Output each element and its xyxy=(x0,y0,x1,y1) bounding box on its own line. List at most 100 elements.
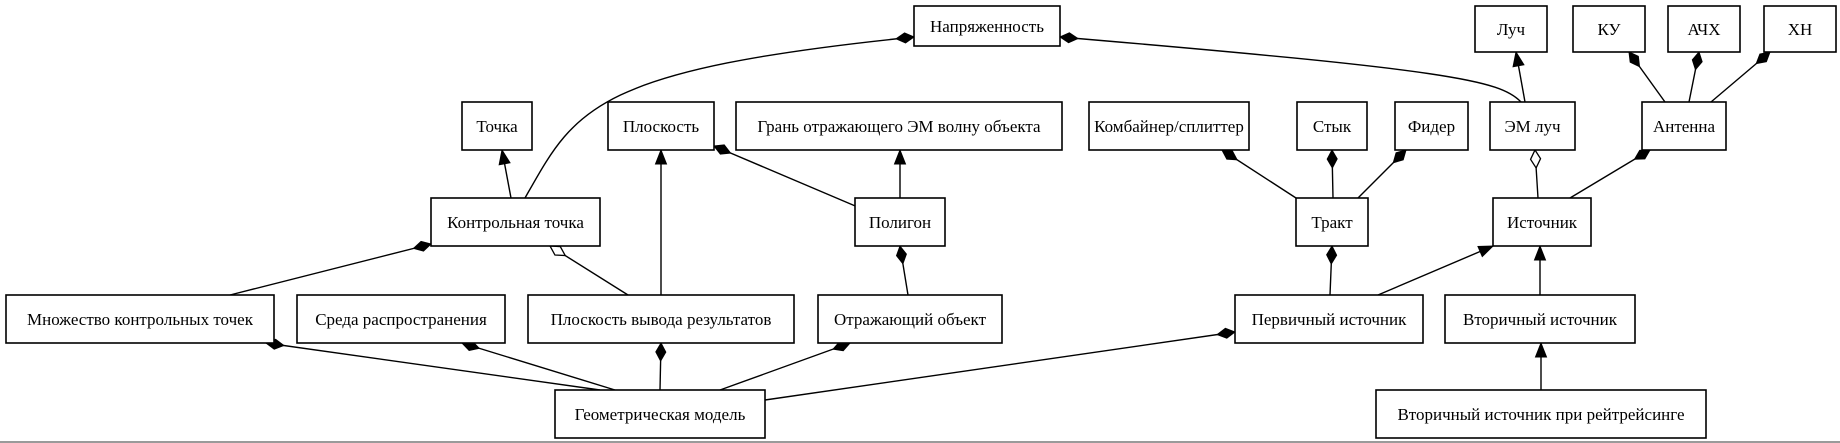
node-vtor_ray: Вторичный источник при рейтрейсинге xyxy=(1375,389,1707,439)
node-box xyxy=(1375,389,1707,439)
edge-trakt-to-fider xyxy=(1357,149,1407,199)
node-ploskost_vyv: Плоскость вывода результатов xyxy=(527,294,795,344)
node-vtor: Вторичный источник xyxy=(1444,294,1636,344)
edge-ploskost_vyv-to-ktochka xyxy=(548,245,629,296)
edge-perv-to-istochnik xyxy=(1377,245,1495,296)
filled-diamond-icon xyxy=(1633,149,1651,160)
node-ku: КУ xyxy=(1572,5,1646,53)
filled-diamond-icon xyxy=(895,244,907,265)
arrowhead-icon xyxy=(654,148,668,165)
filled-diamond-icon xyxy=(1691,50,1703,71)
node-box xyxy=(1667,5,1741,53)
node-istochnik: Источник xyxy=(1492,197,1592,247)
filled-diamond-icon xyxy=(713,144,732,155)
edge-istochnik-to-em_luch xyxy=(1529,148,1542,199)
arrowhead-icon xyxy=(1533,244,1547,261)
edge-geom-to-perv xyxy=(764,327,1237,401)
node-box xyxy=(296,294,506,344)
node-label: Контрольная точка xyxy=(447,213,584,232)
node-otr_obj: Отражающий объект xyxy=(817,294,1003,344)
filled-diamond-icon xyxy=(1058,32,1079,44)
diagram-edges xyxy=(229,32,1771,401)
node-label: АЧХ xyxy=(1687,20,1720,39)
node-label: Грань отражающего ЭМ волну объекта xyxy=(757,117,1041,136)
filled-diamond-icon xyxy=(1216,327,1237,339)
node-napr: Напряженность xyxy=(913,5,1061,47)
filled-diamond-icon xyxy=(1326,244,1338,266)
node-box xyxy=(1489,101,1576,151)
node-box xyxy=(1394,101,1469,151)
edge-ktochka-to-napr xyxy=(524,32,916,199)
edge-trakt-to-combiner xyxy=(1221,149,1297,199)
edge-em_luch-to-luch xyxy=(1512,50,1526,103)
edge-geom-to-sreda xyxy=(461,340,616,391)
filled-diamond-icon xyxy=(1755,51,1771,65)
edge-line xyxy=(524,36,915,199)
node-label: Отражающий объект xyxy=(834,310,987,329)
node-box xyxy=(1763,5,1837,53)
edge-antenna-to-khn xyxy=(1710,51,1771,103)
filled-diamond-icon xyxy=(1628,51,1641,68)
edge-line xyxy=(713,145,861,209)
node-ploskost: Плоскость xyxy=(607,101,715,151)
node-box xyxy=(854,197,946,247)
diagram-nodes: Напряженность Луч КУ АЧХ ХН Точка Плоскость Гра… xyxy=(5,5,1837,439)
arrowhead-icon xyxy=(1512,50,1525,68)
edge-perv-to-trakt xyxy=(1326,244,1338,296)
node-sreda: Среда распространения xyxy=(296,294,506,344)
edge-ploskost_vyv-to-ploskost xyxy=(654,148,668,295)
node-label: Вторичный источник при рейтрейсинге xyxy=(1397,405,1684,424)
node-khn: ХН xyxy=(1763,5,1837,53)
node-box xyxy=(607,101,715,151)
node-box xyxy=(461,101,533,151)
node-box xyxy=(817,294,1003,344)
node-box xyxy=(1295,197,1369,247)
node-box xyxy=(1088,101,1250,151)
edge-antenna-to-achkh xyxy=(1688,50,1703,103)
edge-line xyxy=(719,342,851,391)
node-label: Комбайнер/сплиттер xyxy=(1094,117,1244,136)
arrowhead-icon xyxy=(498,148,511,166)
node-box xyxy=(913,5,1061,47)
node-styk: Стык xyxy=(1296,101,1368,151)
node-label: Множество контрольных точек xyxy=(27,310,254,329)
edge-line xyxy=(764,331,1236,401)
node-box xyxy=(527,294,795,344)
node-label: Плоскость вывода результатов xyxy=(551,310,772,329)
node-label: Антенна xyxy=(1653,117,1716,136)
node-label: Точка xyxy=(476,117,518,136)
node-label: Луч xyxy=(1497,20,1526,39)
node-box xyxy=(430,197,601,247)
node-perv: Первичный источник xyxy=(1234,294,1424,344)
edge-line xyxy=(1059,36,1522,103)
edge-trakt-to-styk xyxy=(1326,148,1338,199)
filled-diamond-icon xyxy=(1221,149,1238,161)
window-bottom-border xyxy=(0,441,1840,443)
node-geom: Геометрическая модель xyxy=(554,389,766,439)
node-label: Стык xyxy=(1313,117,1352,136)
open-diamond-icon xyxy=(548,245,567,257)
filled-diamond-icon xyxy=(1326,148,1338,170)
edge-line xyxy=(265,342,601,391)
node-mnozh: Множество контрольных точек xyxy=(5,294,275,344)
node-luch: Луч xyxy=(1474,5,1548,53)
edge-vtor-to-istochnik xyxy=(1533,244,1547,295)
node-combiner: Комбайнер/сплиттер xyxy=(1088,101,1250,151)
node-label: Плоскость xyxy=(623,117,700,136)
node-label: Вторичный источник xyxy=(1463,310,1618,329)
node-label: ЭМ луч xyxy=(1504,117,1561,136)
node-label: Полигон xyxy=(869,213,931,232)
edge-line xyxy=(1377,245,1494,296)
edge-geom-to-mnozh xyxy=(264,338,601,391)
edge-ktochka-to-tochka xyxy=(498,148,512,199)
node-box xyxy=(1444,294,1636,344)
node-box xyxy=(554,389,766,439)
open-diamond-icon xyxy=(1529,148,1542,170)
node-label: Фидер xyxy=(1408,117,1455,136)
edge-geom-to-ploskost_vyv xyxy=(655,341,667,391)
node-label: Тракт xyxy=(1311,213,1353,232)
node-poligon: Полигон xyxy=(854,197,946,247)
edge-poligon-to-ploskost xyxy=(713,144,861,209)
node-label: Геометрическая модель xyxy=(575,405,746,424)
